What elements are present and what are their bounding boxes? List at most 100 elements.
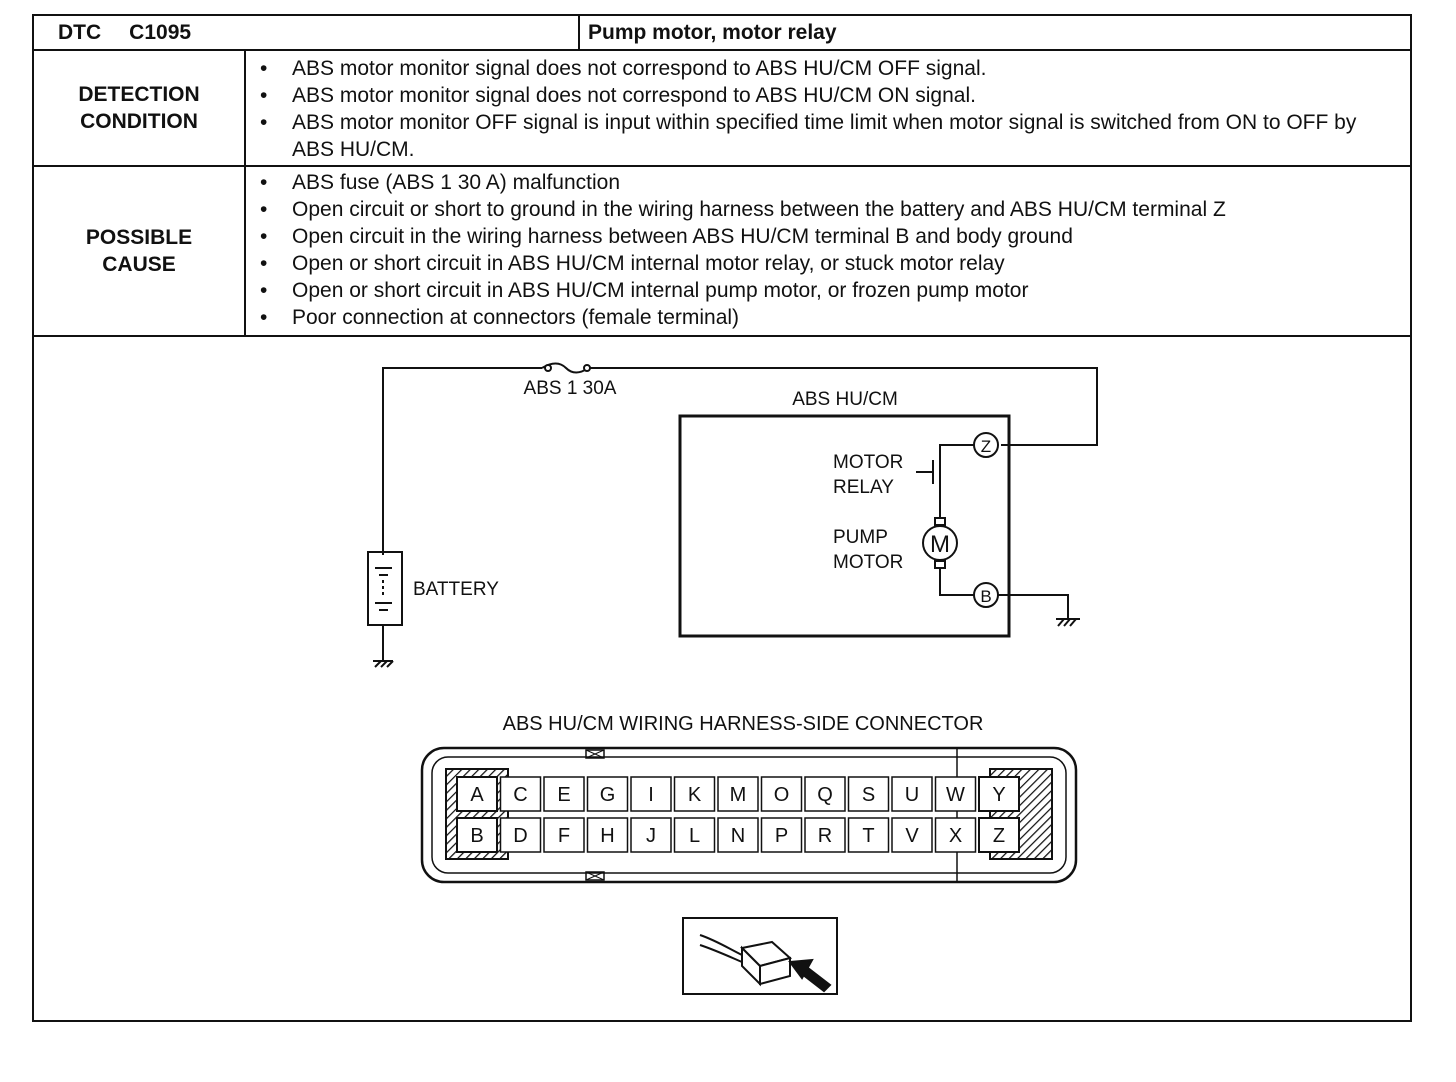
connector-pin-o bbox=[760, 776, 803, 812]
ground-hatch bbox=[1069, 618, 1077, 627]
terminal-b-label: B bbox=[980, 587, 991, 606]
view-icon-arrow-head bbox=[788, 958, 814, 980]
connector-diagram bbox=[420, 746, 1078, 884]
view-icon-frame bbox=[682, 917, 838, 995]
dtc-label: DTC bbox=[58, 21, 102, 44]
fuse-symbol bbox=[541, 362, 589, 374]
connector-pin-p bbox=[760, 817, 803, 853]
connector-pin-r bbox=[804, 817, 846, 853]
connector-pin-l bbox=[673, 817, 716, 853]
fuse-label: ABS 1 30A bbox=[524, 378, 617, 399]
relay-label-line2: RELAY bbox=[833, 477, 894, 498]
schematic-labels: ABS 1 30A ABS HU/CM MOTOR RELAY PUMP MOT… bbox=[413, 378, 992, 606]
dtc-title: Pump motor, motor relay bbox=[588, 21, 837, 44]
detection-item: ABS motor monitor signal does not corres… bbox=[246, 82, 1410, 109]
connector-pin-label-r: R bbox=[818, 825, 832, 847]
connector-pin-k bbox=[673, 776, 716, 812]
detection-list: ABS motor monitor signal does not corres… bbox=[246, 55, 1410, 163]
dtc-code: C1095 bbox=[129, 21, 192, 44]
connector-title: ABS HU/CM WIRING HARNESS-SIDE CONNECTOR bbox=[503, 713, 984, 735]
connector-pin-y bbox=[978, 776, 1020, 812]
connector-pin-t bbox=[847, 817, 890, 853]
connector-pin-label-e: E bbox=[557, 784, 570, 806]
connector-pin-e bbox=[543, 776, 585, 812]
detection-label-line2: CONDITION bbox=[80, 110, 198, 133]
connector-pin-label-v: V bbox=[905, 825, 919, 847]
connector-pin-label-p: P bbox=[775, 825, 788, 847]
cause-item: Poor connection at connectors (female te… bbox=[246, 304, 1410, 331]
pump-label-line2: MOTOR bbox=[833, 552, 903, 573]
connector-pin-s bbox=[847, 776, 890, 812]
relay-label-line1: MOTOR bbox=[833, 452, 903, 473]
fuse-to-z-wire bbox=[590, 367, 1098, 446]
module-label: ABS HU/CM bbox=[792, 389, 898, 410]
cause-item: Open or short circuit in ABS HU/CM inter… bbox=[246, 277, 1410, 304]
cause-row: POSSIBLE CAUSE ABS fuse (ABS 1 30 A) mal… bbox=[34, 167, 1410, 337]
connector-pin-label-c: C bbox=[513, 784, 527, 806]
connector-pin-label-s: S bbox=[862, 784, 875, 806]
cause-item: ABS fuse (ABS 1 30 A) malfunction bbox=[246, 169, 1410, 196]
connector-pin-j bbox=[630, 817, 672, 853]
module-box bbox=[678, 414, 1011, 638]
ground-hatch bbox=[386, 660, 394, 668]
connector-pin-label-l: L bbox=[689, 825, 700, 847]
connector-pin-label-a: A bbox=[470, 784, 484, 806]
connector-pin-label-j: J bbox=[646, 825, 656, 847]
connector-pin-f bbox=[543, 817, 585, 853]
connector-pin-z bbox=[978, 817, 1020, 853]
connector-pin-a bbox=[456, 776, 498, 812]
connector-latch-top bbox=[585, 749, 605, 759]
connector-pin-label-d: D bbox=[513, 825, 527, 847]
terminal-z-label: Z bbox=[981, 437, 991, 456]
ground-hatch bbox=[1057, 618, 1065, 627]
connector-pin-label-n: N bbox=[731, 825, 745, 847]
b-to-ground-wire bbox=[998, 594, 1069, 618]
connector-pin-c bbox=[499, 776, 542, 812]
connector-pin-label-t: T bbox=[862, 825, 874, 847]
connector-pin-label-i: I bbox=[648, 784, 654, 806]
cause-item: Open circuit in the wiring harness betwe… bbox=[246, 223, 1410, 250]
connector-pin-v bbox=[891, 817, 933, 853]
view-icon-wire bbox=[699, 944, 743, 963]
z-to-relay-wire bbox=[939, 444, 974, 465]
connector-shell-outer bbox=[420, 746, 1078, 884]
connector-pin-w bbox=[934, 776, 977, 812]
connector-pin-label-q: Q bbox=[817, 784, 833, 806]
battery-feed-wire bbox=[382, 367, 542, 555]
connector-latch-bottom bbox=[585, 871, 605, 881]
cause-label-line2: CAUSE bbox=[102, 253, 176, 276]
cause-item: Open circuit or short to ground in the w… bbox=[246, 196, 1410, 223]
cause-item: Open or short circuit in ABS HU/CM inter… bbox=[246, 250, 1410, 277]
connector-pin-label-y: Y bbox=[992, 784, 1005, 806]
connector-pin-d bbox=[499, 817, 542, 853]
connector-pin-label-u: U bbox=[905, 784, 919, 806]
connector-pin-label-k: K bbox=[688, 784, 702, 806]
connector-pin-g bbox=[586, 776, 629, 812]
connector-pin-label-f: F bbox=[558, 825, 570, 847]
view-icon-plug-face bbox=[759, 956, 791, 986]
connector-pin-label-m: M bbox=[730, 784, 747, 806]
header-row: DTC C1095 Pump motor, motor relay bbox=[34, 16, 1410, 51]
cause-label: POSSIBLE CAUSE bbox=[34, 167, 246, 335]
ground-hatch bbox=[380, 660, 388, 668]
view-icon-wire bbox=[699, 934, 743, 956]
connector-pin-label-w: W bbox=[946, 784, 965, 806]
motor-brush-top bbox=[934, 517, 946, 526]
connector-pin-label-h: H bbox=[600, 825, 614, 847]
connector-pin-h bbox=[586, 817, 629, 853]
detection-label: DETECTION CONDITION bbox=[34, 51, 246, 165]
connector-pin-x bbox=[934, 817, 977, 853]
connector-pin-label-b: B bbox=[470, 825, 483, 847]
connector-pin-i bbox=[630, 776, 672, 812]
detection-row: DETECTION CONDITION ABS motor monitor si… bbox=[34, 51, 1410, 167]
connector-pin-u bbox=[891, 776, 933, 812]
connector-pin-label-z: Z bbox=[993, 825, 1005, 847]
motor-brush-bottom bbox=[934, 560, 946, 569]
connector-pin-label-o: O bbox=[774, 784, 790, 806]
schematic bbox=[367, 362, 1098, 668]
motor-to-b-wire bbox=[939, 568, 974, 596]
motor-symbol: M bbox=[930, 531, 950, 558]
battery-label: BATTERY bbox=[413, 579, 499, 600]
